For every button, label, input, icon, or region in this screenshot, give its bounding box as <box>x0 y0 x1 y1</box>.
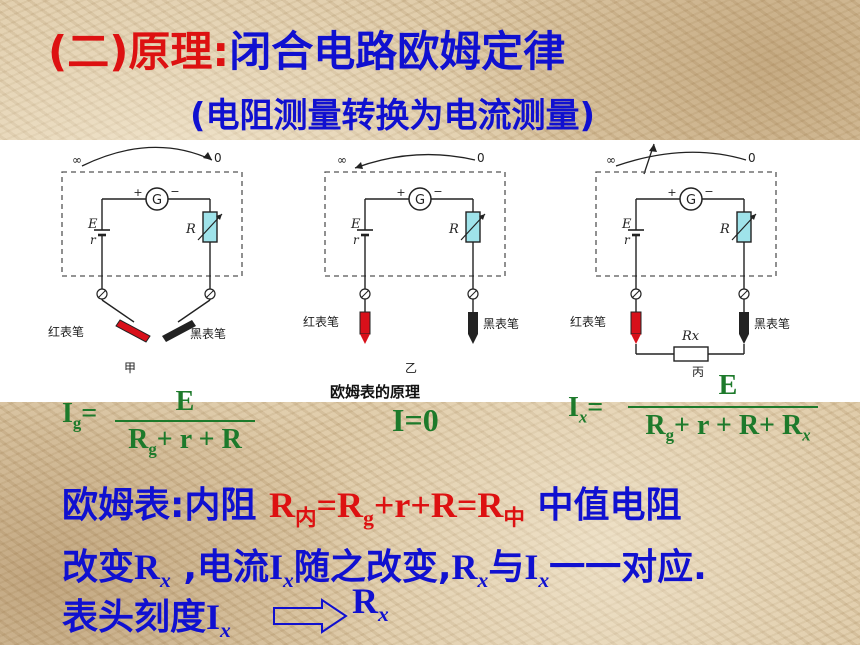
svg-text:黑表笔: 黑表笔 <box>190 326 226 341</box>
title-topic: 闭合电路欧姆定律 <box>229 27 566 76</box>
svg-text:Rx: Rx <box>681 329 700 344</box>
slide-title: (二)原理:闭合电路欧姆定律 <box>48 18 565 79</box>
internal-resistance-line: 欧姆表:内阻 R内=Rg+r+R=R中 中值电阻 <box>62 485 682 532</box>
svg-text:丙: 丙 <box>692 365 704 379</box>
svg-text:0: 0 <box>214 151 222 165</box>
svg-text:∞: ∞ <box>606 153 616 167</box>
svg-text:红表笔: 红表笔 <box>570 314 606 329</box>
slide-subtitle: (电阻测量转换为电流测量) <box>190 96 596 136</box>
diagram-caption: 欧姆表的原理 <box>330 383 420 401</box>
svg-text:乙: 乙 <box>405 361 417 375</box>
ohmmeter-circuit-diagrams: G + − E r R <box>48 143 790 401</box>
correspondence-line: 改变Rx ,电流Ix随之改变,Rx与Ix一一对应. <box>62 547 707 593</box>
circuit-c: ∞ 0 Rx 红表笔 黑表笔 丙 <box>570 143 790 379</box>
svg-text:红表笔: 红表笔 <box>48 324 84 339</box>
scale-line: 表头刻度Ix <box>62 597 231 643</box>
formula-i-zero: I=0 <box>392 402 439 438</box>
title-section: (二)原理: <box>48 27 230 76</box>
svg-text:黑表笔: 黑表笔 <box>754 316 790 331</box>
circuit-b: ∞ 0 红表笔 黑表笔 乙 <box>303 151 519 375</box>
svg-text:黑表笔: 黑表笔 <box>483 316 519 331</box>
ohmmeter-diagram-panel: G + − E r R <box>0 140 860 402</box>
right-arrow-icon <box>273 598 348 634</box>
circuit-a: ∞ 0 红表笔 黑表笔 甲 <box>48 146 244 375</box>
svg-text:红表笔: 红表笔 <box>303 314 339 329</box>
svg-text:∞: ∞ <box>337 153 347 167</box>
svg-text:0: 0 <box>748 151 756 165</box>
scale-line-rx: Rx <box>352 581 389 627</box>
svg-text:0: 0 <box>477 151 485 165</box>
svg-text:甲: 甲 <box>124 361 136 375</box>
svg-text:∞: ∞ <box>72 153 82 167</box>
